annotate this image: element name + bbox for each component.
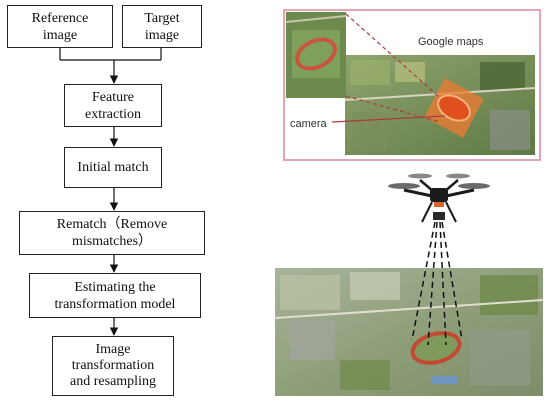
inset-track-oval (295, 37, 337, 71)
satellite-buildings (490, 110, 530, 150)
aerial-field-4 (340, 360, 390, 390)
satellite-field-2 (395, 62, 425, 82)
rematch-label: Rematch（Remove mismatches） (56, 217, 168, 249)
aerial-photo (274, 268, 544, 396)
aerial-road (274, 299, 544, 319)
rematch-box: Rematch（Remove mismatches） (19, 211, 205, 255)
reference-image-box: Reference image (7, 5, 113, 48)
reference-image-label: Reference image (31, 10, 89, 43)
camera-view-cone (411, 221, 463, 346)
drone-leg-right (445, 201, 457, 223)
target-image-label: Target image (144, 10, 180, 43)
target-image-box: Target image (122, 5, 202, 48)
estimating-box: Estimating the transformation model (29, 273, 201, 318)
drone-camera (433, 212, 445, 220)
flowchart-connectors (59, 48, 162, 336)
aerial-track (410, 331, 462, 365)
satellite-field-1 (350, 60, 390, 85)
drone-propeller-back-left (408, 173, 432, 179)
aerial-field-2 (350, 272, 400, 300)
drone-body (430, 188, 448, 202)
estimating-label: Estimating the transformation model (54, 279, 176, 312)
inset-track-road (285, 15, 347, 23)
aerial-blue-roofs (432, 376, 458, 384)
google-maps-panel (283, 9, 541, 161)
image-transformation-box: Image transformation and resampling (52, 336, 174, 396)
drone-propeller-left (388, 183, 420, 189)
aerial-field-1 (280, 275, 340, 310)
view-ray-1 (411, 221, 436, 341)
drone-arm-left (403, 188, 433, 198)
leader-line-camera (331, 115, 446, 123)
drone-orange-accent (434, 202, 444, 207)
google-maps-label: Google maps (418, 36, 484, 48)
satellite-field-4 (352, 112, 387, 150)
feature-extraction-box: Feature extraction (64, 84, 162, 127)
view-ray-2 (427, 221, 438, 346)
drone-propeller-right (458, 183, 490, 189)
aerial-buildings-1 (290, 320, 335, 360)
camera-label: camera (290, 118, 327, 130)
leader-line-bottom (345, 95, 441, 123)
view-ray-3 (439, 221, 447, 346)
initial-match-label: Initial match (77, 160, 149, 175)
drone-arm-right (445, 188, 475, 198)
drone-propeller-back-right (446, 173, 470, 179)
drone-leg-left (421, 201, 433, 223)
image-transformation-label: Image transformation and resampling (70, 342, 156, 389)
feature-extraction-label: Feature extraction (85, 89, 141, 122)
aerial-field-3 (480, 275, 538, 315)
highlighted-track (437, 94, 471, 122)
aerial-buildings-2 (470, 330, 530, 385)
initial-match-box: Initial match (64, 147, 162, 188)
satellite-field-3 (480, 62, 525, 90)
drone-illustration (388, 173, 490, 223)
